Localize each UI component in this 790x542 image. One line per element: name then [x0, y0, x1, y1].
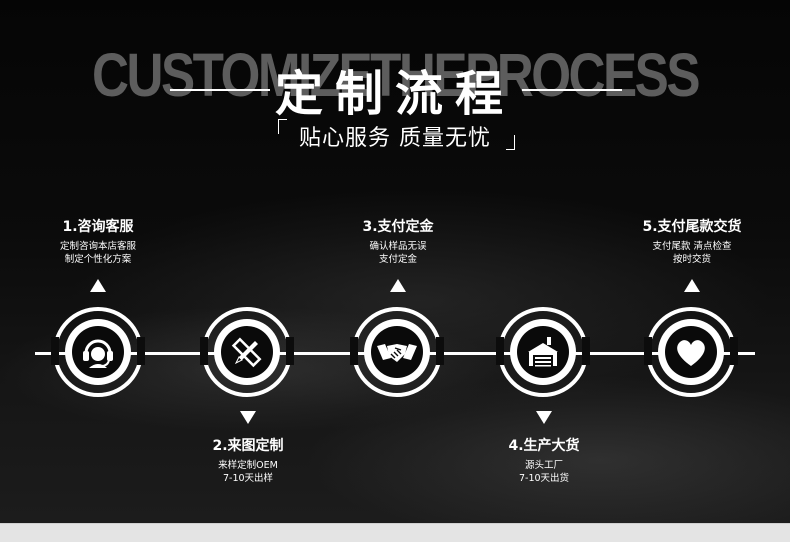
step-title: 1.咨询客服: [62, 219, 134, 235]
arrow-down-icon: [536, 411, 552, 424]
bottom-band: [0, 523, 790, 542]
step-node-1: [51, 307, 145, 397]
step-title: 4.生产大货: [508, 438, 580, 454]
arrow-up-icon: [90, 279, 106, 292]
headset-icon: [72, 326, 124, 378]
step-label-1: 1.咨询客服 定制咨询本店客服 制定个性化方案: [23, 218, 173, 266]
step-label-4: 4.生产大货 源头工厂 7-10天出货: [469, 437, 619, 485]
step-desc-line: 7-10天出样: [222, 473, 274, 484]
arrow-down-icon: [240, 411, 256, 424]
step-desc-line: 确认样品无误: [369, 241, 427, 252]
title-line-left: [170, 89, 270, 91]
step-node-3: [350, 307, 444, 397]
step-title: 5.支付尾款交货: [642, 219, 742, 235]
handshake-icon: [371, 326, 423, 378]
subtitle-bracket-right: [506, 135, 515, 150]
step-title: 2.来图定制: [212, 438, 284, 454]
step-desc-line: 按时交货: [672, 254, 711, 265]
step-desc-line: 支付定金: [378, 254, 417, 265]
step-desc-line: 7-10天出货: [518, 473, 570, 484]
factory-icon: [517, 326, 569, 378]
process-banner: CUSTOMIZETHEPROCESS 定制流程 贴心服务 质量无忧 1.咨询客…: [0, 0, 790, 523]
title-line-right: [522, 89, 622, 91]
step-label-2: 2.来图定制 来样定制OEM 7-10天出样: [173, 437, 323, 485]
step-node-2: [200, 307, 294, 397]
heart-icon: [665, 326, 717, 378]
step-label-5: 5.支付尾款交货 支付尾款 清点检查 按时交货: [617, 218, 767, 266]
step-desc-line: 定制咨询本店客服: [59, 241, 136, 252]
step-node-4: [496, 307, 590, 397]
step-title: 3.支付定金: [362, 219, 434, 235]
pencil-ruler-icon: [221, 326, 273, 378]
step-desc-line: 来样定制OEM: [218, 460, 278, 471]
subtitle-bracket-left: [278, 119, 287, 134]
page-subtitle: 贴心服务 质量无忧: [299, 126, 491, 151]
page-title: 定制流程: [274, 66, 515, 122]
step-desc-line: 支付尾款 清点检查: [652, 241, 732, 252]
step-desc-line: 制定个性化方案: [64, 254, 132, 265]
step-label-3: 3.支付定金 确认样品无误 支付定金: [323, 218, 473, 266]
background-title: CUSTOMIZETHEPROCESS: [92, 41, 701, 109]
step-node-5: [644, 307, 738, 397]
arrow-up-icon: [390, 279, 406, 292]
step-desc-line: 源头工厂: [524, 460, 563, 471]
arrow-up-icon: [684, 279, 700, 292]
